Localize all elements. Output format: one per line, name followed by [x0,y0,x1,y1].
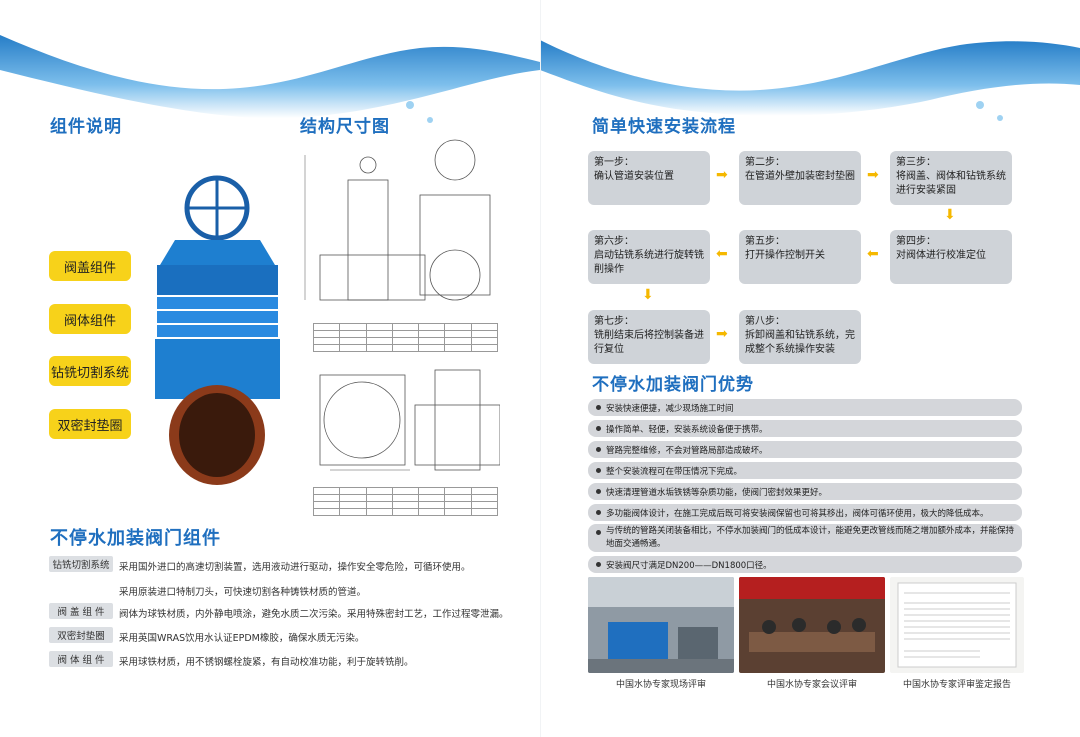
component-label-drilling: 钻铣切割系统 [49,356,131,386]
advantage-text-2: 操作简单、轻便，安装系统设备便于携带。 [606,424,768,435]
component-label-bonnet: 阀盖组件 [49,251,131,281]
bullet-icon [596,426,601,431]
advantage-item-6: 多功能阀体设计，在施工完成后既可将安装阀保留也可将其移出，阀体可循环使用，极大的… [588,504,1022,521]
step-4-title: 第四步： [896,236,936,247]
step-2-title: 第二步： [745,157,785,168]
detail-text-bonnet: 阀体为球铁材质，内外静电喷涂，避免水质二次污染。采用特殊密封工艺，工作过程零泄漏… [119,609,509,620]
step-1-title: 第一步： [594,157,634,168]
step-3-title: 第三步： [896,157,936,168]
advantage-item-5: 快速清理管道水垢铁锈等杂质功能，使阀门密封效果更好。 [588,483,1022,500]
step-1-text: 确认管道安装位置 [594,171,674,182]
detail-text-drilling-1: 采用国外进口的高速切割装置，选用液动进行驱动，操作安全零危险，可循环使用。 [119,562,471,573]
step-6-text: 启动钻铣系统进行旋转铣削操作 [594,250,704,275]
caption-site-review: 中国水协专家现场评审 [615,680,706,690]
detail-tag-gasket: 双密封垫圈 [49,627,113,643]
caption-meeting-review: 中国水协专家会议评审 [766,680,857,690]
step-7: 第七步： 铣削结束后将控制装备进行复位 [588,310,710,364]
advantage-text-5: 快速清理管道水垢铁锈等杂质功能，使阀门密封效果更好。 [606,487,828,498]
bullet-icon [596,510,601,515]
step-3: 第三步： 将阀盖、阀体和钻铣系统进行安装紧固 [890,151,1012,205]
component-label-gasket: 双密封垫圈 [49,409,131,439]
step-1: 第一步： 确认管道安装位置 [588,151,710,205]
advantage-text-8: 安装阀尺寸满足DN200——DN1800口径。 [606,560,772,571]
bullet-icon [596,530,601,535]
advantage-text-6: 多功能阀体设计，在施工完成后既可将安装阀保留也可将其移出，阀体可循环使用，极大的… [606,508,989,519]
step-8-text: 拆卸阀盖和钻铣系统，完成整个系统操作安装 [745,330,855,355]
step-8: 第八步： 拆卸阀盖和钻铣系统，完成整个系统操作安装 [739,310,861,364]
step-5-title: 第五步： [745,236,785,247]
advantage-text-1: 安装快速便捷，减少现场施工时间 [606,403,734,414]
arrow-down-icon: ⬇ [642,287,654,303]
step-4-text: 对阀体进行校准定位 [896,250,986,261]
arrow-right-icon: ➡ [716,326,728,342]
detail-tag-bonnet: 阀 盖 组 件 [49,603,113,619]
step-2: 第二步： 在管道外壁加装密封垫圈 [739,151,861,205]
dimension-table-2 [312,487,499,516]
step-8-title: 第八步： [745,316,785,327]
advantage-item-1: 安装快速便捷，减少现场施工时间 [588,399,1022,416]
bullet-icon [596,447,601,452]
step-2-text: 在管道外壁加装密封垫圈 [745,171,855,182]
photo-appraisal-report [890,577,1024,673]
caption-appraisal-report: 中国水协专家评审鉴定报告 [902,680,1011,690]
advantage-text-3: 管路完整维修，不会对管路局部造成破坏。 [606,445,768,456]
advantage-item-7: 与传统的管路关闭装备相比，不停水加装阀门的低成本设计，能避免更改管线而随之增加额… [588,524,1022,552]
section-title-components: 组件说明 [50,117,122,137]
advantage-item-3: 管路完整维修，不会对管路局部造成破坏。 [588,441,1022,458]
section-title-install-flow: 简单快速安装流程 [592,117,736,137]
advantage-item-4: 整个安装流程可在带压情况下完成。 [588,462,1022,479]
dimension-table-1 [312,323,499,352]
step-3-text: 将阀盖、阀体和钻铣系统进行安装紧固 [896,171,1006,196]
arrow-down-icon: ⬇ [944,207,956,223]
step-4: 第四步： 对阀体进行校准定位 [890,230,1012,284]
arrow-right-icon: ➡ [716,167,728,183]
photo-site-review [588,577,734,673]
advantage-item-2: 操作简单、轻便，安装系统设备便于携带。 [588,420,1022,437]
detail-text-gasket: 采用英国WRAS饮用水认证EPDM橡胶，确保水质无污染。 [119,633,365,644]
detail-text-drilling-2: 采用原装进口特制刀头，可快速切割各种铸铁材质的管道。 [119,587,367,598]
section-title-advantages: 不停水加装阀门优势 [592,375,754,395]
step-5-text: 打开操作控制开关 [745,250,825,261]
advantage-text-4: 整个安装流程可在带压情况下完成。 [606,466,743,477]
bullet-icon [596,562,601,567]
photo-meeting-review [739,577,885,673]
arrow-right-icon: ➡ [867,167,879,183]
arrow-left-icon: ⬅ [716,246,728,262]
step-7-title: 第七步： [594,316,634,327]
step-7-text: 铣削结束后将控制装备进行复位 [594,330,704,355]
section-title-assembly: 不停水加装阀门组件 [50,528,221,549]
detail-tag-body: 阀 体 组 件 [49,651,113,667]
arrow-left-icon: ⬅ [867,246,879,262]
page-fold [540,0,541,737]
section-title-structure: 结构尺寸图 [300,117,390,137]
detail-tag-drilling: 钻铣切割系统 [49,556,113,572]
bullet-icon [596,489,601,494]
structure-drawing [304,139,500,471]
bullet-icon [596,405,601,410]
bullet-icon [596,468,601,473]
advantage-text-7: 与传统的管路关闭装备相比，不停水加装阀门的低成本设计，能避免更改管线而随之增加额… [606,526,1015,549]
advantage-item-8: 安装阀尺寸满足DN200——DN1800口径。 [588,556,1022,573]
step-5: 第五步： 打开操作控制开关 [739,230,861,284]
step-6: 第六步： 启动钻铣系统进行旋转铣削操作 [588,230,710,284]
step-6-title: 第六步： [594,236,634,247]
component-label-body: 阀体组件 [49,304,131,334]
detail-text-body: 采用球铁材质，用不锈钢螺栓旋紧，有自动校准功能，利于旋转铣削。 [119,657,414,668]
valve-illustration [155,175,280,485]
